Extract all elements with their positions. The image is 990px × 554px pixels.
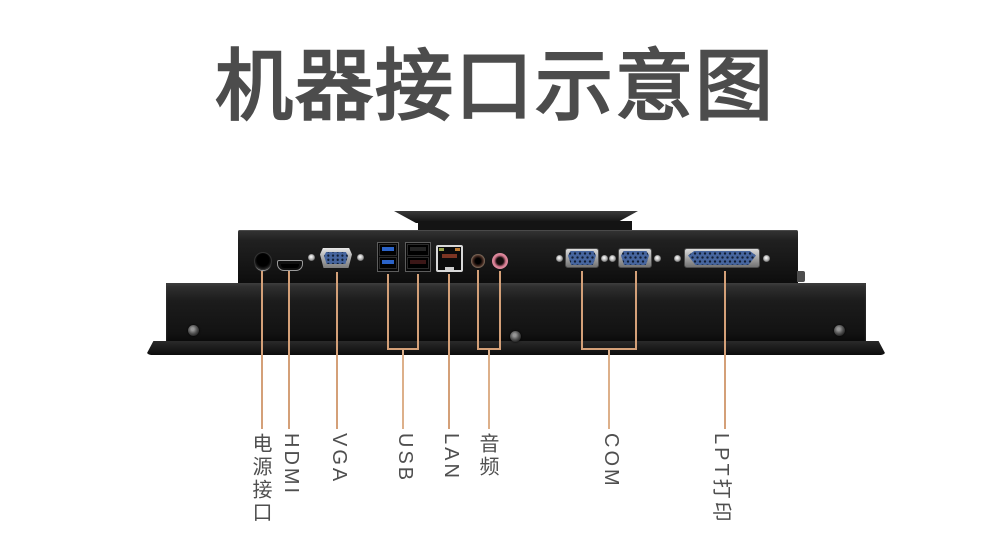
- usb3-ports: [377, 242, 399, 272]
- usb3-tongue: [382, 260, 394, 264]
- vga-pins: [324, 252, 348, 264]
- leader-stem-com: [608, 350, 610, 429]
- screw-post-icon: [763, 255, 770, 262]
- audio-jack-2: [492, 253, 508, 269]
- usb-port: [407, 244, 429, 256]
- leader-stem-audio: [488, 350, 490, 429]
- lan-led-icon: [455, 248, 460, 251]
- vga-port: [308, 247, 364, 269]
- leader-line-power: [261, 271, 263, 429]
- label-lpt: LPT打印: [710, 433, 732, 525]
- screw-icon: [834, 325, 845, 336]
- screw-post-icon: [674, 255, 681, 262]
- leader-line-com-right: [635, 271, 637, 350]
- com-pins: [621, 251, 649, 265]
- lpt-port: [674, 247, 770, 269]
- usb2-tongue: [410, 260, 426, 264]
- lan-pins: [442, 254, 457, 258]
- power-button-nub: [797, 271, 805, 282]
- stand-bracket-body: [418, 221, 632, 232]
- audio-jack-1: [471, 254, 485, 268]
- leader-line-audio-right: [499, 271, 501, 350]
- label-hdmi: HDMI: [280, 433, 302, 497]
- label-usb: USB: [394, 433, 416, 484]
- hdmi-slot: [281, 264, 299, 268]
- leader-bracket-audio: [477, 348, 501, 350]
- leader-line-audio-left: [477, 270, 479, 350]
- label-vga: VGA: [328, 433, 350, 485]
- label-lan: LAN: [440, 433, 462, 481]
- leader-line-usb-right: [417, 274, 419, 350]
- screw-post-icon: [609, 255, 616, 262]
- screw-post-icon: [308, 254, 315, 261]
- com-port-1: [556, 247, 608, 269]
- screw-post-icon: [601, 255, 608, 262]
- lpt-pins: [688, 251, 756, 265]
- lan-clip-notch: [445, 267, 454, 270]
- leader-bracket-com: [581, 348, 637, 350]
- screw-post-icon: [357, 254, 364, 261]
- usb2-ports: [405, 242, 431, 272]
- lan-led-icon: [439, 248, 444, 251]
- screw-post-icon: [556, 255, 563, 262]
- leader-stem-usb: [402, 350, 404, 429]
- device-bottom-bezel: [146, 341, 886, 355]
- label-power: 电源接口: [249, 433, 271, 525]
- usb2-tongue: [410, 247, 426, 251]
- usb-port: [379, 257, 397, 269]
- label-audio: 音频: [476, 433, 498, 479]
- page-title: 机器接口示意图: [214, 42, 775, 130]
- hdmi-port: [277, 260, 303, 271]
- screw-post-icon: [654, 255, 661, 262]
- screw-icon: [510, 331, 521, 342]
- lan-port: [436, 245, 463, 272]
- usb3-tongue: [382, 247, 394, 251]
- leader-line-lpt: [724, 271, 726, 429]
- screw-icon: [188, 325, 199, 336]
- com-port-2: [609, 247, 661, 269]
- usb-port: [407, 257, 429, 269]
- power-jack-port: [254, 252, 272, 270]
- leader-bracket-usb: [387, 348, 419, 350]
- usb-port: [379, 244, 397, 256]
- leader-line-hdmi: [288, 271, 290, 429]
- leader-line-lan: [448, 274, 450, 429]
- leader-line-usb-left: [387, 274, 389, 350]
- com-pins: [568, 251, 596, 265]
- leader-line-com-left: [581, 271, 583, 350]
- label-com: COM: [600, 433, 622, 489]
- stand-bracket-lip: [394, 211, 638, 223]
- leader-line-vga: [336, 272, 338, 429]
